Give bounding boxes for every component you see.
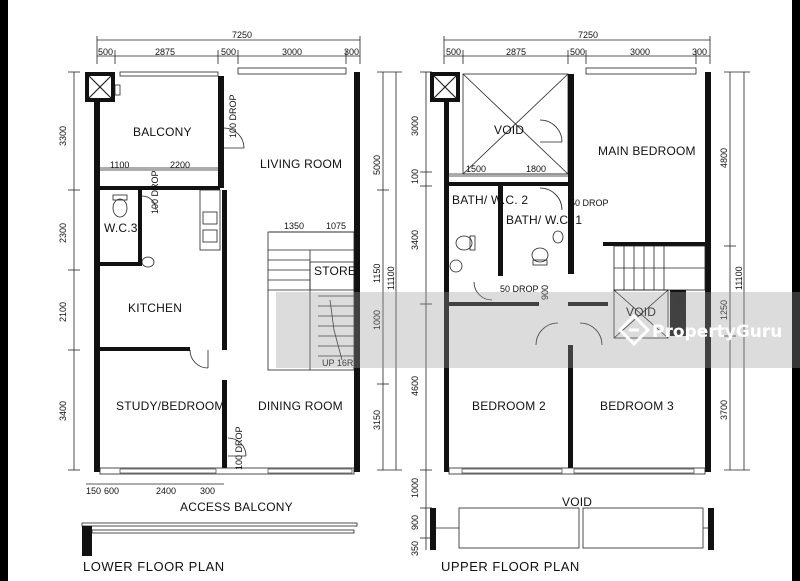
lower-mid-dim-4: 1075 [326,221,346,231]
upper-right-dim-2: 1250 [719,300,729,320]
kitchen-label: KITCHEN [128,301,182,315]
upper-floor-plan: 7250 500 2875 500 3000 300 3000 100 3400… [410,30,750,574]
lower-floor-title: LOWER FLOOR PLAN [83,559,225,574]
lower-bottom-dim-3: 2400 [156,486,176,496]
upper-drop-bath2: 50 DROP [500,284,539,294]
lower-top-dim-1: 500 [98,47,113,57]
upper-top-dim-4: 3000 [630,47,650,57]
upper-mid-dim-1: 1500 [466,164,486,174]
upper-stair-label: 6R [674,296,684,308]
bath-wc2-label: BATH/ W.C. 2 [452,193,528,207]
lower-mid-dim-1: 1100 [110,160,129,170]
watermark: PropertyGuru [276,292,800,368]
upper-drop-bath1: 50 DROP [570,198,609,208]
upper-left-dim-2: 100 [410,169,420,184]
main-bedroom-label: MAIN BEDROOM [598,144,696,158]
upper-left-dim-7: 350 [410,541,420,556]
lower-top-dim-5: 300 [344,47,359,57]
propertyguru-logo-icon [617,313,651,347]
lower-top-dim-3: 500 [221,47,236,57]
lower-drop-balcony: 100 DROP [228,94,238,138]
access-balcony-label: ACCESS BALCONY [180,500,293,514]
upper-left-dim-6: 900 [410,515,420,530]
lower-mid-dim-2: 2200 [170,160,190,170]
balcony-label: BALCONY [133,125,192,139]
lower-left-dim-3: 2100 [58,302,68,322]
lower-store-dim-1: 1150 [372,264,382,283]
lower-stair-label: UP 16R [322,358,354,368]
upper-void-bottom-label: VOID [562,495,592,509]
upper-right-total: 11100 [734,266,744,290]
lower-left-dim-1: 3300 [58,126,68,146]
upper-top-dim-2: 2875 [506,47,526,57]
upper-void-top-label: VOID [494,123,524,137]
lower-drop-wc: 100 DROP [150,170,160,214]
lower-top-dim-2: 2875 [155,47,175,57]
bedroom-3-label: BEDROOM 3 [600,399,674,413]
lower-left-dim-4: 3400 [58,401,68,421]
bath-wc1-label: BATH/ W.C. 1 [506,213,582,227]
upper-right-dim-3: 3700 [719,400,729,420]
upper-floor-title: UPPER FLOOR PLAN [441,559,580,574]
lower-top-dim-4: 3000 [282,47,302,57]
upper-right-dim-1: 4800 [719,148,729,168]
lower-floor-plan: 7250 500 2875 500 3000 300 3300 2300 210… [58,30,402,574]
upper-left-dim-4: 4600 [410,376,420,396]
dining-room-label: DINING ROOM [258,399,343,413]
lower-left-dim-2: 2300 [58,223,68,243]
upper-top-dim-3: 500 [570,47,585,57]
upper-top-dim-1: 500 [446,47,461,57]
study-bedroom-label: STUDY/BEDROOM [116,399,225,413]
upper-total-width: 7250 [578,30,598,40]
lower-bottom-dim-1: 150 [86,486,101,496]
lower-drop-access: 100 DROP [234,426,244,470]
upper-top-dim-5: 300 [692,47,707,57]
living-room-label: LIVING ROOM [260,157,342,171]
store-label: STORE [314,264,356,278]
lower-right-dim-1: 5000 [372,155,382,175]
lower-right-dim-2: 3150 [372,410,382,430]
upper-left-dim-1: 3000 [410,116,420,136]
lower-right-total: 11100 [386,266,396,290]
bedroom-2-label: BEDROOM 2 [472,399,546,413]
watermark-text: PropertyGuru [652,322,782,342]
upper-mid-vert: 900 [540,285,550,300]
lower-mid-dim-3: 1350 [284,221,304,231]
lower-total-width: 7250 [232,30,252,40]
upper-left-dim-3: 3400 [410,230,420,250]
upper-left-dim-5: 1000 [410,478,420,498]
lower-store-dim-2: 1000 [372,310,382,330]
upper-mid-dim-2: 1800 [526,164,546,174]
lower-bottom-dim-2: 600 [104,486,119,496]
lower-bottom-dim-4: 300 [200,486,215,496]
wc3-label: W.C.3 [104,221,138,235]
